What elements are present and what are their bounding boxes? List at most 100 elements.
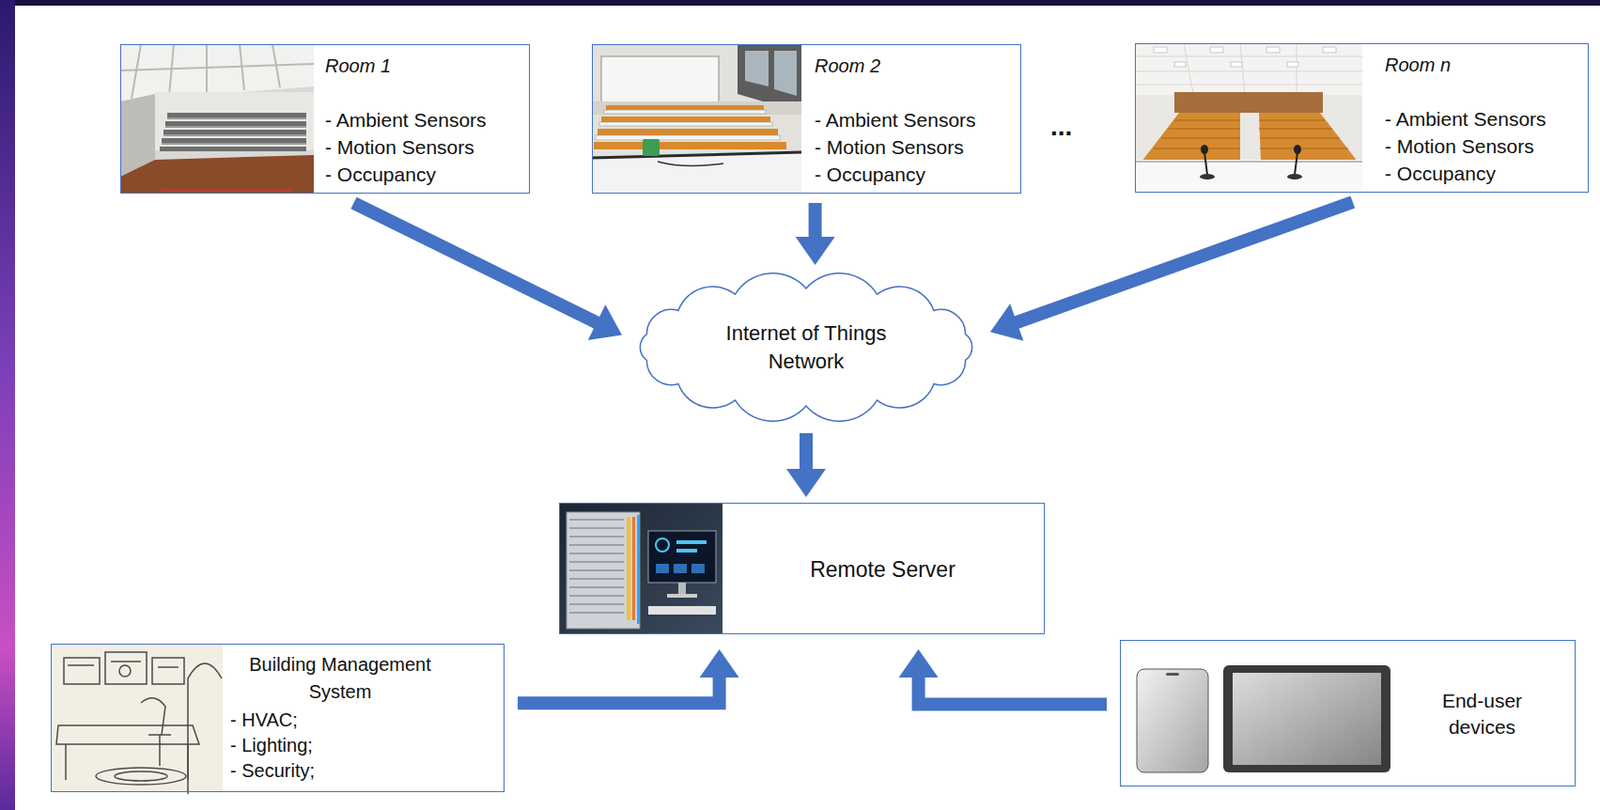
- control-room-sketch-part: [105, 652, 147, 684]
- device-picture-part: [1232, 672, 1382, 765]
- block-arrow: [899, 649, 1107, 705]
- room-photo-part: [1204, 152, 1208, 175]
- server-picture-part: [626, 516, 631, 621]
- node-item: - Ambient Sensors: [325, 106, 487, 134]
- device-picture-part: [1223, 665, 1391, 773]
- device-box: End-user devices: [1119, 639, 1576, 787]
- room-photo-part: [1153, 147, 1241, 149]
- server-picture-part: [569, 611, 624, 614]
- room-photo-part: [604, 109, 766, 114]
- room-photo-part: [159, 188, 292, 192]
- node-item: - Ambient Sensors: [814, 106, 977, 134]
- arrow-shaft: [354, 202, 599, 324]
- server-picture-part: [569, 560, 624, 563]
- room-photo-part: [1287, 62, 1299, 67]
- room-photo-part: [1322, 46, 1336, 53]
- room-photo-part: [1259, 137, 1340, 139]
- control-room-sketch-part: [67, 664, 94, 667]
- room-photo-part: [159, 146, 307, 152]
- server-picture-part: [569, 569, 624, 572]
- server-picture-part: [676, 548, 698, 553]
- node-heading: Room n: [1384, 53, 1547, 77]
- room-photo-part: [1134, 71, 1363, 73]
- room-photo-part: [1153, 120, 1349, 149]
- room-photo-part: [165, 125, 307, 128]
- node-item: - Ambient Sensors: [1384, 105, 1547, 133]
- room-photo-part: [1168, 127, 1241, 129]
- room-photo: [591, 44, 802, 193]
- room-photo-part: [1266, 46, 1280, 53]
- arrow-head: [786, 468, 826, 498]
- node-item: - Security;: [227, 758, 453, 784]
- text-holder: Remote Server: [727, 511, 1039, 628]
- room-photo-part: [642, 139, 660, 156]
- room-photo-part: [1134, 43, 1363, 94]
- room-photo-part: [1134, 43, 1363, 95]
- server-picture-part: [569, 518, 624, 521]
- room-photo-part: [595, 135, 780, 140]
- node-item: - Motion Sensors: [325, 133, 487, 161]
- server-picture-part: [559, 502, 723, 635]
- room-photo-part: [1134, 43, 1363, 190]
- room-photo-part: [593, 105, 787, 150]
- server-picture-part: [569, 603, 624, 606]
- node-heading: Building Management System: [227, 651, 453, 706]
- block-arrow: [990, 201, 1353, 342]
- control-room-sketch-part: [158, 734, 161, 766]
- room-photo-part: [161, 117, 307, 145]
- node-item: - HVAC;: [227, 707, 453, 733]
- network-cloud: Internet of Things Network: [627, 270, 985, 424]
- page-ground-part: [0, 0, 16, 810]
- room-photo-part: [1240, 43, 1245, 94]
- server-picture-part: [569, 519, 624, 613]
- room-photo-part: [169, 44, 174, 96]
- room-photo-part: [599, 122, 773, 126]
- server-picture-part: [667, 593, 698, 598]
- room-photo-part: [1134, 56, 1363, 58]
- room-photo-part: [155, 92, 314, 151]
- server-picture-part: [569, 594, 624, 597]
- text-holder: Building Management System- HVAC;- Light…: [227, 651, 453, 784]
- arrow-head: [899, 649, 939, 678]
- server-picture-part: [673, 563, 687, 574]
- cloud-outline: [627, 270, 985, 424]
- node-heading: Room 1: [325, 54, 487, 78]
- server-picture-part: [655, 563, 669, 574]
- node-item: - Occupancy: [814, 160, 977, 188]
- server-picture-part: [691, 563, 705, 574]
- room-photo-part: [131, 44, 141, 99]
- room-photo-part: [120, 44, 314, 99]
- text-holder: Room n- Ambient Sensors- Motion Sensors-…: [1384, 53, 1547, 187]
- node-item: - Occupancy: [1384, 159, 1547, 187]
- server-picture-part: [636, 514, 640, 624]
- device-picture-part: [1136, 668, 1209, 773]
- room-photo-part: [159, 112, 307, 152]
- block-arrow: [354, 202, 623, 341]
- room-photo-part: [1174, 92, 1323, 113]
- server-picture-part: [648, 530, 716, 583]
- room-photo-part: [605, 105, 764, 110]
- server-picture-part: [569, 535, 624, 538]
- control-room-sketch-part: [64, 744, 67, 780]
- room-photo-part: [163, 134, 307, 137]
- server-box: Remote Server: [559, 502, 1045, 635]
- arrow-shaft: [1015, 201, 1353, 323]
- room-photo-part: [1258, 127, 1333, 129]
- control-room-sketch-part: [157, 666, 179, 668]
- room-photo-part: [1258, 119, 1325, 121]
- node-heading: End-user devices: [1426, 687, 1539, 741]
- room-photo-part: [1294, 152, 1298, 175]
- device-picture-part: [1165, 672, 1180, 676]
- room-photo-part: [591, 101, 802, 115]
- room-box: Room n- Ambient Sensors- Motion Sensors-…: [1134, 43, 1589, 193]
- room-photo-part: [595, 109, 780, 140]
- text-holder: End-user devices: [1395, 648, 1569, 780]
- server-picture-part: [655, 538, 669, 552]
- ellipsis-label: ...: [1050, 112, 1072, 141]
- block-arrow: [517, 649, 740, 703]
- room-photo-part: [120, 44, 314, 193]
- control-room-sketch-part: [140, 698, 166, 735]
- server-picture-part: [569, 552, 624, 555]
- room-photo-part: [167, 117, 307, 120]
